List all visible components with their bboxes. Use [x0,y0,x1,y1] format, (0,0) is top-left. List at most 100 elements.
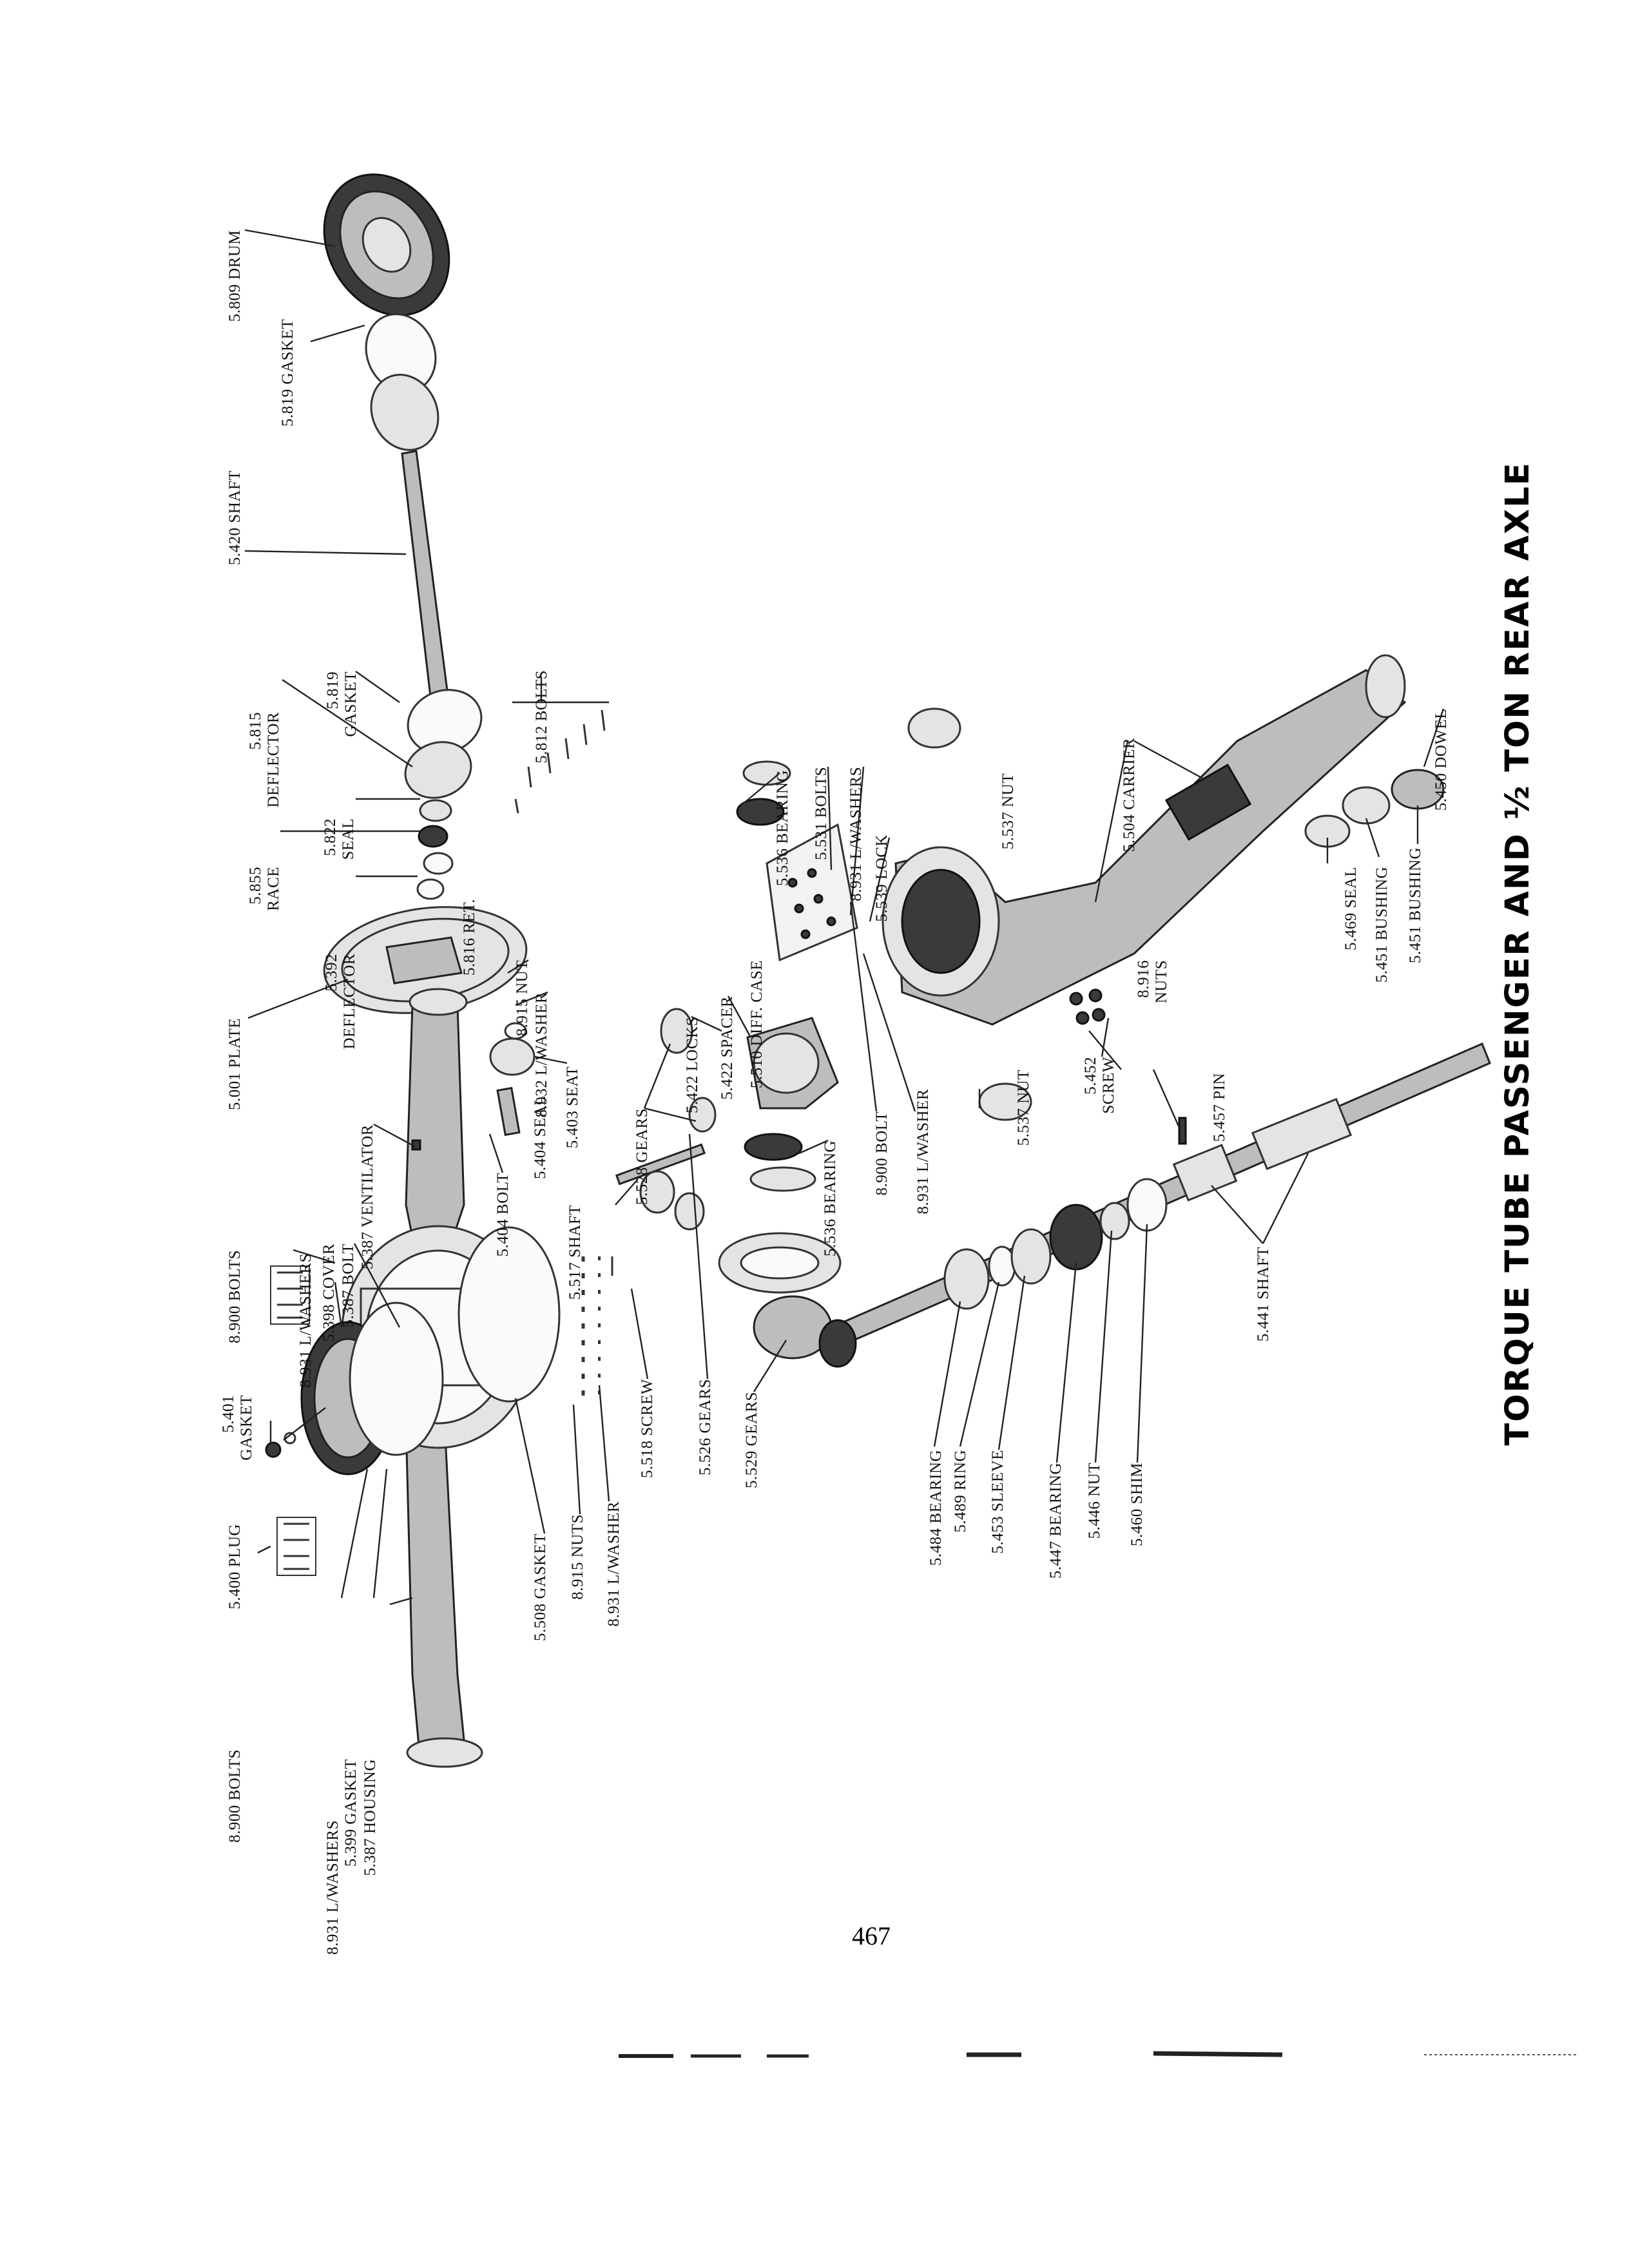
scan-artifact-lines [619,2051,1579,2058]
bolts-8900-upper-drawing [270,1265,310,1325]
nuts-8916-drawing [1069,988,1106,1025]
label-5529-gears: 5.529 GEARS [743,1392,760,1488]
label-8932-lwasher: 8.932 L/WASHER [533,992,550,1118]
label-5819-number: 5.819 [324,671,342,709]
small-deflector-drawing [416,878,445,900]
label-5822-seal: SEAL [340,818,357,860]
label-5387-housing: 5.387 HOUSING [361,1759,379,1876]
bearing-5536-race-drawing [736,798,785,826]
label-5401-number: 5.401 [220,1395,237,1433]
cover-gasket-drawing [349,1302,444,1456]
label-8931-lwasher-2: 8.931 L/WASHER [605,1501,622,1627]
label-5403-seat: 5.403 SEAT [564,1066,581,1148]
carrier-drawing [882,654,1407,1026]
label-5537-nut-2: 5.537 NUT [1015,1070,1032,1146]
label-5510-diff-case: 5.510 DIFF. CASE [748,960,766,1088]
pin-drawing [1178,1117,1187,1145]
label-5422-spacer: 5.422 SPACER [718,996,736,1100]
label-5855-number: 5.855 [247,867,264,905]
label-5451-bushing: 5.451 BUSHING [1373,867,1391,983]
label-5484-bearing: 5.484 BEARING [927,1450,945,1566]
label-5420-shaft: 5.420 SHAFT [226,470,244,565]
bolt-5404-drawing [496,1086,521,1137]
label-5392-deflector: DEFLECTOR [341,954,358,1050]
label-5819-gasket-2: GASKET [342,671,360,737]
bolts-5812-drawing [514,709,606,814]
label-5822-number: 5.822 [322,818,339,856]
label-5815-number: 5.815 [247,712,264,750]
deflector-drawing [404,741,472,799]
label-5452-screw: SCREW [1100,1057,1117,1114]
label-5855-race: RACE [265,867,282,911]
label-8931-lwashers: 8.931 L/WASHERS [847,767,865,901]
label-5508-gasket: 5.508 GASKET [532,1533,549,1641]
label-8931-lwashers-3: 8.931 L/WASHERS [324,1820,342,1955]
label-5452-number: 5.452 [1082,1057,1099,1095]
label-5819-gasket: 5.819 GASKET [279,319,296,427]
shaft-flange-drawing [370,374,439,451]
label-5504-carrier: 5.504 CARRIER [1121,738,1138,852]
label-5451-bushing-2: 5.451 BUSHING [1407,847,1424,963]
label-8915-nut: 8.915 NUT [514,960,531,1036]
label-8900-bolts-2: 8.900 BOLTS [226,1749,244,1843]
label-5387-ventilator: 5.387 VENTILATOR [359,1124,376,1269]
label-5422-locks: 5.422 LOCKS [684,1017,701,1113]
label-8900-bolts: 8.900 BOLTS [226,1250,244,1343]
label-5537-nut: 5.537 NUT [999,773,1017,849]
label-8916-number: 8.916 [1135,960,1152,998]
label-5441-shaft: 5.441 SHAFT [1255,1247,1272,1341]
nut-5537-upper-drawing [907,707,961,749]
carrier-nuts-drawing [581,1256,613,1405]
label-5447-bearing: 5.447 BEARING [1047,1463,1065,1579]
retainer-drawing [423,852,454,875]
leader-lines [244,229,1445,1606]
label-5401-gasket: GASKET [238,1395,255,1461]
label-5457-pin: 5.457 PIN [1211,1073,1228,1142]
seal-drawing [419,799,452,822]
label-5001-plate: 5.001 PLATE [226,1018,244,1110]
label-5518-screw: 5.518 SCREW [639,1379,656,1478]
label-8931-lwashers-2: 8.931 L/WASHERS [297,1253,314,1388]
label-8916-nuts: NUTS [1153,960,1170,1003]
carrier-gasket-drawing [458,1226,561,1403]
label-5815-deflector: DEFLECTOR [265,712,282,808]
axle-housing-drawing [405,988,483,1768]
label-5446-nut: 5.446 NUT [1086,1463,1103,1539]
seat-drawing [489,1037,535,1076]
label-5816-ret: 5.816 RET. [461,899,478,975]
label-5450-dowel: 5.450 DOWEL [1432,709,1450,811]
bolts-8900-lower-drawing [276,1517,316,1576]
callout-labels: 5.809 DRUM 5.819 GASKET 5.420 SHAFT 5.81… [220,230,1450,1955]
label-5387-bolt: 5.387 BOLT [340,1244,357,1327]
label-5809-drum: 5.809 DRUM [226,230,244,322]
label-5536-bearing: 5.536 BEARING [774,770,791,886]
race-drawing [418,825,448,848]
label-5400-plug: 5.400 PLUG [226,1524,244,1610]
plug-drawing [265,1441,282,1458]
carrier-bolts-plate-drawing [766,823,858,962]
differential-drawing [615,1008,842,1294]
label-5528-gears: 5.528 GEARS [633,1108,651,1205]
label-5453-sleeve: 5.453 SLEEVE [989,1450,1007,1554]
label-5398-cover: 5.398 COVER [320,1244,338,1342]
label-8915-nuts: 8.915 NUTS [569,1514,586,1600]
pinion-gear-hub-drawing [818,1319,857,1368]
label-5460-shim: 5.460 SHIM [1128,1463,1146,1546]
part-drawings [265,173,1491,1768]
label-5399-gasket: 5.399 GASKET [342,1759,360,1867]
seal-5404-drawing [504,1022,527,1040]
label-5526-gears: 5.526 GEARS [697,1379,714,1475]
brake-drum-drawing [323,173,450,316]
page-title: TORQUE TUBE PASSENGER AND ½ TON REAR AXL… [1499,461,1537,1445]
label-5392-number: 5.392 [323,954,340,992]
label-5469-seal: 5.469 SEAL [1342,867,1360,950]
label-5404-bolt: 5.404 BOLT [494,1173,512,1256]
label-5812-bolts: 5.812 BOLTS [533,670,550,764]
drive-shaft-drawing [830,1043,1491,1348]
label-5531-bolts: 5.531 BOLTS [813,767,830,860]
label-5404-seal: 5.404 SEAL [532,1095,549,1179]
page-number: 467 [852,1921,891,1950]
label-5539-lock: 5.539 LOCK [873,834,891,922]
torque-tube-parts-drawing [1164,764,1445,848]
label-8900-bolt: 8.900 BOLT [873,1111,891,1195]
